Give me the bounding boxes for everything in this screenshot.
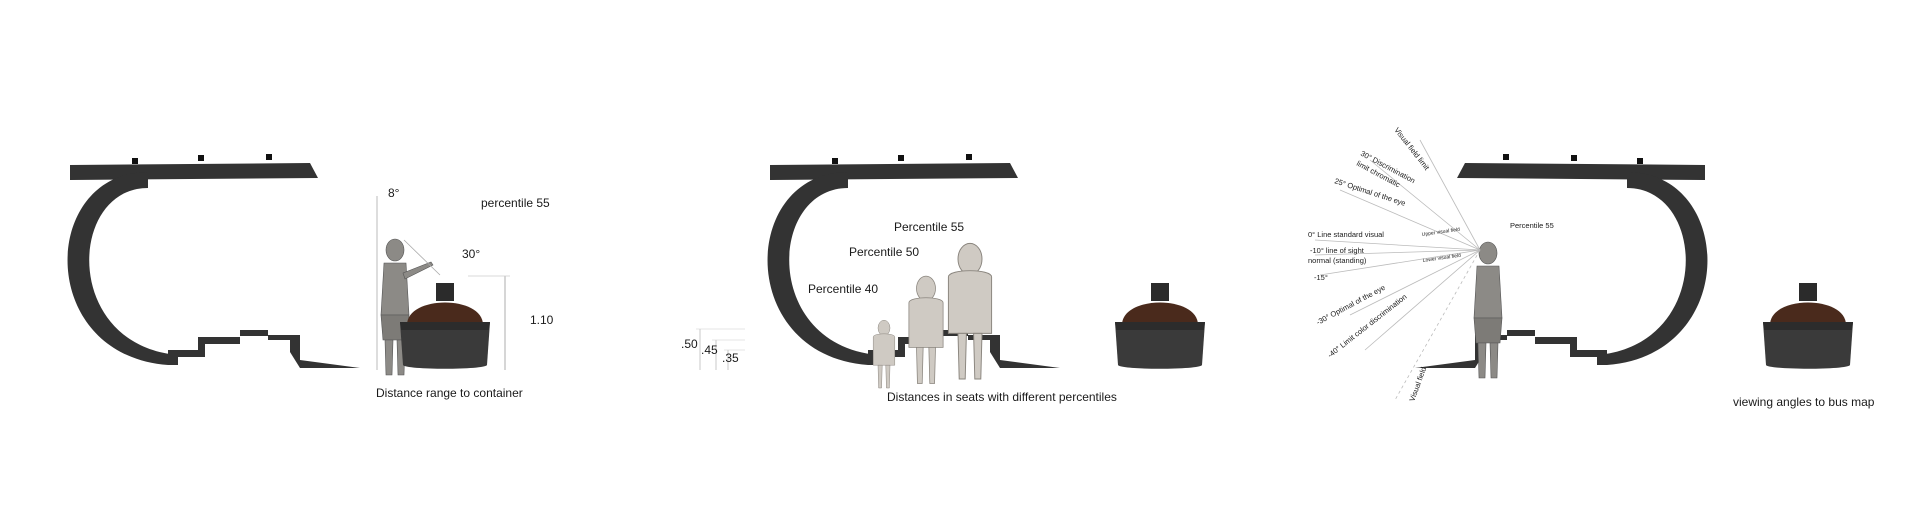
- lower-visual-field-label: Lower visual field: [1422, 253, 1461, 264]
- sight-lines: [1314, 139, 1481, 401]
- waste-container-3: [1763, 283, 1853, 369]
- height-50-label: .50: [681, 337, 698, 351]
- figure-percentile-40: [872, 319, 896, 389]
- line-sight-label: -10° line of sight: [1310, 246, 1365, 255]
- standing-person-1: [380, 238, 434, 376]
- panel-2-caption: Distances in seats with different percen…: [887, 390, 1117, 404]
- panel-viewing-angles: Percentile 55 Visual field limit 30° Dis…: [1308, 126, 1875, 409]
- percentile-40-label: Percentile 40: [808, 282, 878, 296]
- bus-shelter-1: [67, 154, 360, 368]
- visual-field-limit-label: Visual field limit: [1392, 126, 1431, 173]
- percentile-55-view-label: Percentile 55: [1510, 221, 1554, 230]
- percentile-label: percentile 55: [481, 196, 550, 210]
- normal-standing-label: normal (standing): [1308, 256, 1367, 265]
- upper-visual-field-label: Upper visual field: [1421, 227, 1460, 238]
- figure-percentile-50: [908, 275, 944, 384]
- panel-seat-distances: .50 .45 .35 Percentile 40 Percentile 50 …: [681, 154, 1205, 404]
- limit-color-label: -40° Limit color discrimination: [1326, 292, 1409, 359]
- visual-field-bottom-label: Visual field: [1407, 366, 1428, 403]
- percentile-50-label: Percentile 50: [849, 245, 919, 259]
- percentile-55-label: Percentile 55: [894, 220, 964, 234]
- standing-person-3: [1473, 241, 1503, 379]
- panel-3-caption: viewing angles to bus map: [1733, 395, 1875, 409]
- height-35-label: .35: [722, 351, 739, 365]
- minus-15-label: -15°: [1314, 273, 1328, 282]
- angle-arm-label: 30°: [462, 247, 480, 261]
- waste-container-1: [400, 283, 490, 369]
- waste-container-2: [1115, 283, 1205, 369]
- panel-1-caption: Distance range to container: [376, 386, 523, 400]
- angle-top-label: 8°: [388, 186, 400, 200]
- height-45-label: .45: [701, 343, 718, 357]
- figure-percentile-55: [947, 242, 993, 380]
- panel-distance-to-container: 8° percentile 55 30° 1.10 Distance range…: [67, 154, 554, 400]
- line-standard-label: 0° Line standard visual: [1308, 230, 1384, 239]
- height-label: 1.10: [530, 313, 554, 327]
